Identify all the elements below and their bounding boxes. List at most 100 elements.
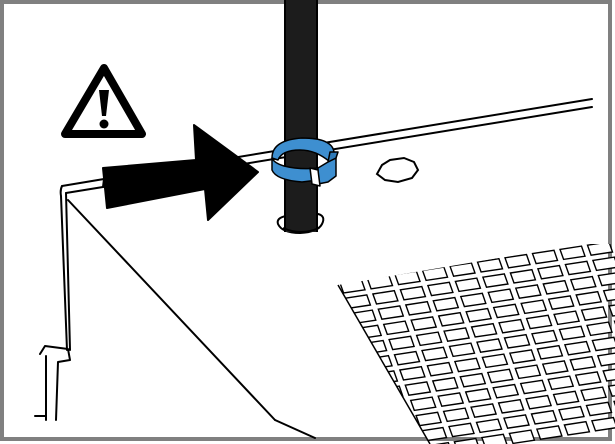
vent-slot bbox=[481, 353, 509, 369]
vent-slot bbox=[602, 286, 615, 302]
vent-slot bbox=[531, 249, 559, 265]
vent-slot bbox=[426, 281, 454, 297]
vent-slot bbox=[519, 379, 547, 395]
vent-slot bbox=[608, 301, 615, 317]
vent-slot bbox=[486, 368, 514, 384]
vent-slot bbox=[591, 256, 615, 272]
vent-slot bbox=[492, 303, 520, 319]
vent-slot bbox=[503, 414, 530, 429]
vent-slot bbox=[454, 277, 482, 293]
vent-slot bbox=[492, 383, 520, 399]
vent-slot bbox=[542, 279, 570, 295]
vent-slot bbox=[563, 420, 591, 436]
vent-slot bbox=[344, 294, 372, 309]
vent-slot bbox=[602, 366, 615, 382]
vent-slot bbox=[480, 433, 508, 444]
vent-slot bbox=[371, 289, 399, 305]
vent-slot bbox=[453, 437, 481, 444]
vent-slot bbox=[559, 245, 586, 261]
vent-grid bbox=[339, 244, 615, 444]
cable bbox=[282, 0, 320, 233]
vent-slot bbox=[437, 311, 465, 327]
vent-slot bbox=[590, 416, 615, 432]
vent-slot bbox=[585, 401, 613, 417]
vent-slot bbox=[382, 320, 410, 336]
vent-slot bbox=[580, 386, 608, 402]
vent-slot bbox=[487, 288, 515, 304]
vent-slot bbox=[481, 273, 509, 288]
vent-slot bbox=[410, 316, 438, 331]
vent-slot bbox=[558, 325, 586, 341]
vent-slot bbox=[448, 422, 475, 438]
vent-slot bbox=[399, 285, 427, 301]
vent-slot bbox=[536, 264, 564, 280]
vent-slot bbox=[564, 260, 592, 276]
vent-slot bbox=[530, 409, 558, 425]
vent-slot bbox=[426, 361, 454, 377]
vent-slot bbox=[514, 364, 542, 380]
vent-slot bbox=[563, 340, 591, 356]
vent-slot bbox=[377, 305, 405, 320]
vent-slot bbox=[404, 381, 432, 396]
vent-slot bbox=[415, 331, 443, 347]
vent-slot bbox=[453, 357, 481, 373]
vent-slot bbox=[475, 418, 503, 434]
vent-slot bbox=[387, 415, 415, 431]
vent-slot bbox=[442, 407, 470, 423]
vent-slot bbox=[547, 295, 575, 310]
cable-clip-icon bbox=[271, 137, 339, 187]
vent-slot bbox=[508, 429, 536, 444]
vent-slot bbox=[531, 329, 558, 345]
vent-slot bbox=[497, 398, 525, 414]
vent-slot bbox=[376, 385, 404, 401]
vent-slot bbox=[421, 346, 448, 362]
vent-slot bbox=[449, 262, 476, 277]
vent-slot bbox=[443, 327, 471, 342]
vent-slot bbox=[470, 322, 498, 338]
vent-slot bbox=[459, 292, 487, 308]
vent-grid-edge bbox=[337, 284, 431, 444]
vent-slot bbox=[541, 360, 569, 375]
vent-slot bbox=[520, 299, 548, 315]
vent-slot bbox=[388, 335, 416, 351]
vent-slot bbox=[586, 321, 613, 337]
vent-slot bbox=[558, 405, 585, 421]
vent-slot bbox=[382, 400, 410, 416]
vent-slot bbox=[525, 314, 553, 330]
vent-slot bbox=[459, 372, 487, 388]
vent-slot bbox=[498, 318, 526, 334]
vent-slot bbox=[580, 306, 608, 321]
vent-slot bbox=[437, 392, 465, 407]
vent-slot bbox=[432, 296, 460, 312]
vent-slot bbox=[514, 284, 542, 299]
vent-slot bbox=[339, 278, 366, 294]
vent-slot bbox=[393, 350, 421, 366]
warning-triangle-icon bbox=[61, 64, 146, 138]
vent-slot bbox=[575, 290, 603, 306]
vent-slot bbox=[503, 333, 531, 349]
vent-slot bbox=[465, 307, 493, 323]
vent-slot bbox=[504, 253, 531, 269]
vent-slot bbox=[415, 411, 443, 427]
vent-slot bbox=[394, 270, 421, 286]
vent-slot bbox=[509, 268, 537, 284]
vent-slot bbox=[586, 244, 614, 256]
vent-slot bbox=[409, 396, 437, 412]
vent-slot bbox=[476, 257, 504, 273]
vent-slot bbox=[448, 342, 476, 358]
vent-slot bbox=[591, 336, 615, 352]
vent-slot bbox=[596, 351, 615, 367]
vent-slot bbox=[404, 300, 432, 316]
vent-slot bbox=[535, 425, 563, 440]
vent-slot bbox=[547, 375, 575, 391]
vent-slot bbox=[553, 310, 581, 326]
vent-slot bbox=[470, 403, 498, 418]
right-arrow-icon bbox=[102, 124, 259, 221]
vent-slot bbox=[525, 394, 553, 410]
vent-slot bbox=[569, 275, 597, 291]
vent-slot bbox=[574, 371, 602, 386]
vent-slot bbox=[536, 344, 564, 360]
octagon-hole bbox=[375, 156, 420, 184]
vent-slot bbox=[349, 309, 377, 325]
